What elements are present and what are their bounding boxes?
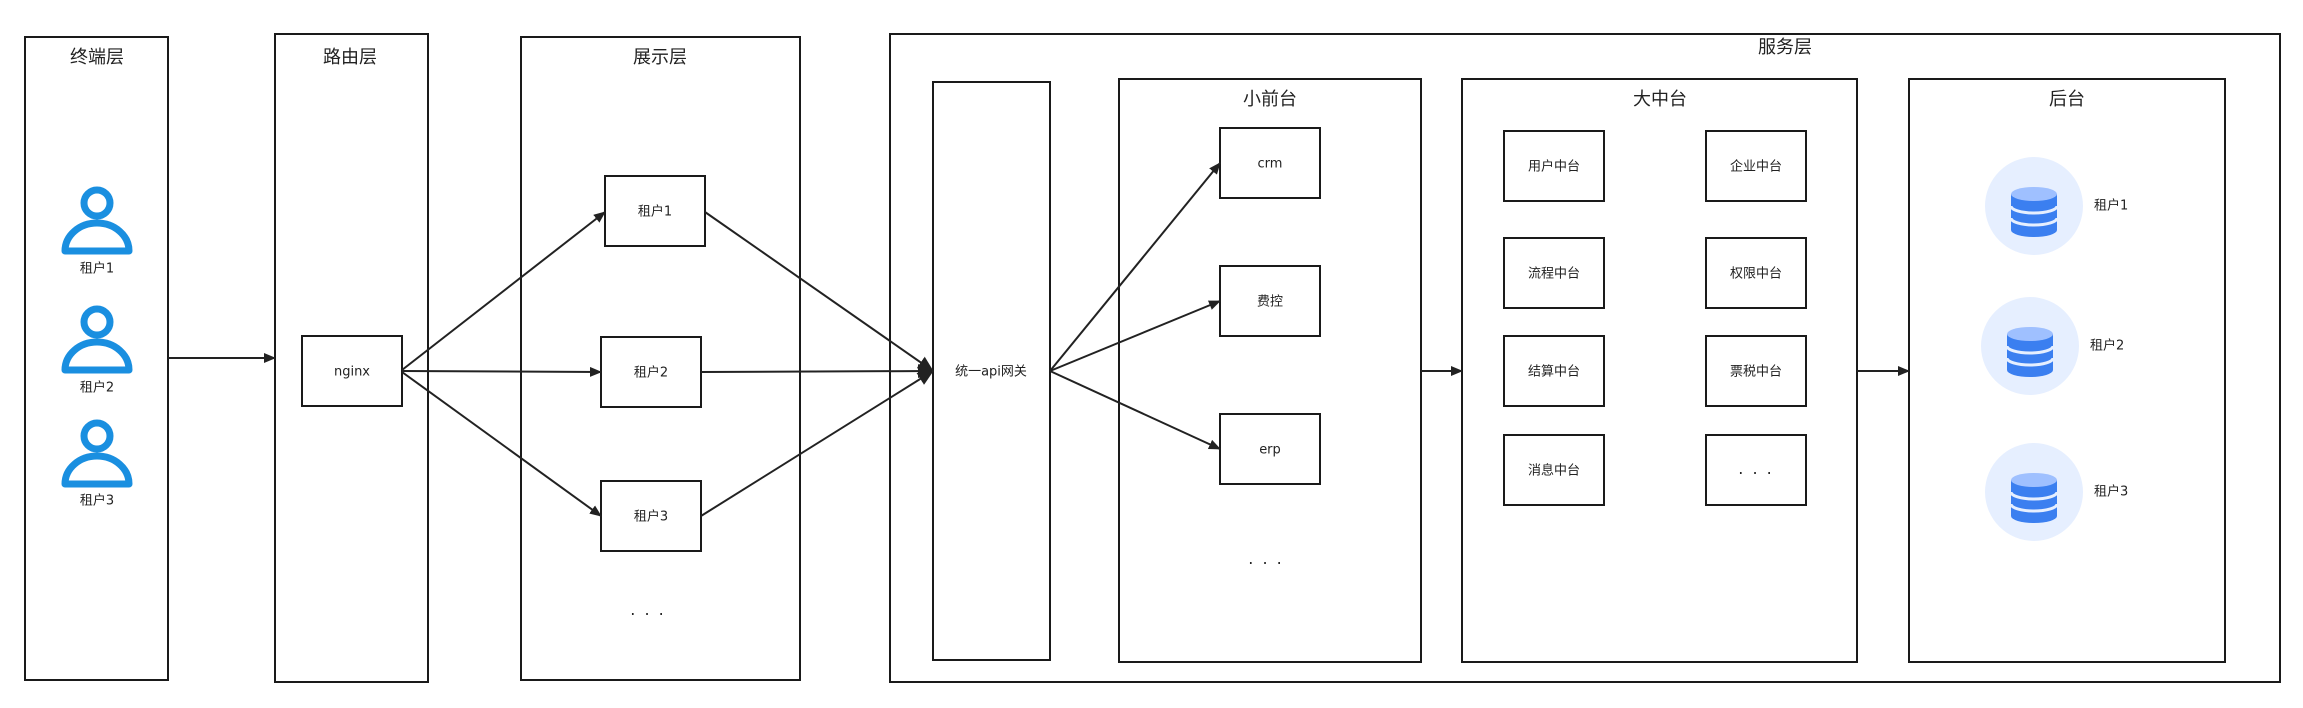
nginx-label: nginx (334, 365, 370, 380)
arrow-tenant-2-to-gateway (700, 364, 934, 379)
terminal-user-1-label: 租户1 (80, 261, 114, 277)
terminal-user-2-label: 租户2 (80, 380, 114, 396)
arrow-gateway-to-crm (1049, 162, 1221, 372)
backend-title: 后台 (2049, 89, 2085, 110)
message-platform-label: 消息中台 (1528, 463, 1580, 479)
enterprise-platform-label: 企业中台 (1730, 159, 1782, 175)
backend-tenant-3-label: 租户3 (2094, 484, 2128, 500)
display-more-ellipsis: · · · (630, 605, 665, 624)
user-platform-box (1503, 130, 1605, 202)
display-tenant-1-box (604, 175, 706, 247)
expense-control-label: 费控 (1257, 295, 1283, 310)
arrow-gateway-to-expense (1049, 300, 1221, 372)
arrow-tenant-1-to-gateway (704, 211, 934, 372)
api-gateway-label: 统一api网关 (955, 365, 1027, 380)
enterprise-platform-box (1705, 130, 1807, 202)
database-icon-2 (1981, 297, 2079, 395)
display-tenant-3-label: 租户3 (634, 509, 668, 525)
arrow-nginx-to-tenant-3 (401, 371, 602, 517)
settlement-platform-label: 结算中台 (1528, 365, 1580, 380)
permission-platform-box (1705, 237, 1807, 309)
terminal-user-3-label: 租户3 (80, 493, 114, 509)
small-frontend-title: 小前台 (1243, 89, 1297, 110)
crm-label: crm (1258, 157, 1283, 172)
arrow-nginx-to-tenant-2 (401, 366, 602, 377)
message-platform-box (1503, 434, 1605, 506)
expense-control-box (1219, 265, 1321, 337)
middle-platform-title: 大中台 (1633, 89, 1687, 110)
terminal-layer-title: 终端层 (70, 47, 124, 68)
display-layer-title: 展示层 (633, 47, 687, 68)
arrow-nginx-to-tenant-1 (401, 211, 606, 371)
user-platform-label: 用户中台 (1528, 159, 1580, 175)
backend-tenant-2-label: 租户2 (2090, 338, 2124, 354)
invoice-tax-platform-box (1705, 335, 1807, 407)
small-frontend-more-ellipsis: · · · (1248, 554, 1283, 573)
service-layer-title: 服务层 (1758, 37, 1812, 58)
terminal-layer (24, 36, 169, 681)
invoice-tax-platform-label: 票税中台 (1730, 365, 1782, 380)
backend-tenant-1-label: 租户1 (2094, 198, 2128, 214)
erp-box (1219, 413, 1321, 485)
database-icon-1 (1985, 157, 2083, 255)
display-tenant-2-box (600, 336, 702, 408)
permission-platform-label: 权限中台 (1730, 266, 1782, 282)
process-platform-label: 流程中台 (1528, 267, 1580, 282)
display-tenant-2-label: 租户2 (634, 365, 668, 381)
middle-platform-more-ellipsis: · · · (1738, 464, 1773, 483)
routing-layer-title: 路由层 (323, 47, 377, 68)
arrow-gateway-to-erp (1049, 370, 1221, 450)
small-frontend-box (1118, 78, 1422, 663)
database-icon-3 (1985, 443, 2083, 541)
middle-platform-more-box (1705, 434, 1807, 506)
arrow-tenant-3-to-gateway (700, 370, 934, 517)
settlement-platform-box (1503, 335, 1605, 407)
crm-box (1219, 127, 1321, 199)
erp-label: erp (1259, 443, 1281, 458)
process-platform-box (1503, 237, 1605, 309)
nginx-box (301, 335, 403, 407)
display-tenant-1-label: 租户1 (638, 204, 672, 220)
